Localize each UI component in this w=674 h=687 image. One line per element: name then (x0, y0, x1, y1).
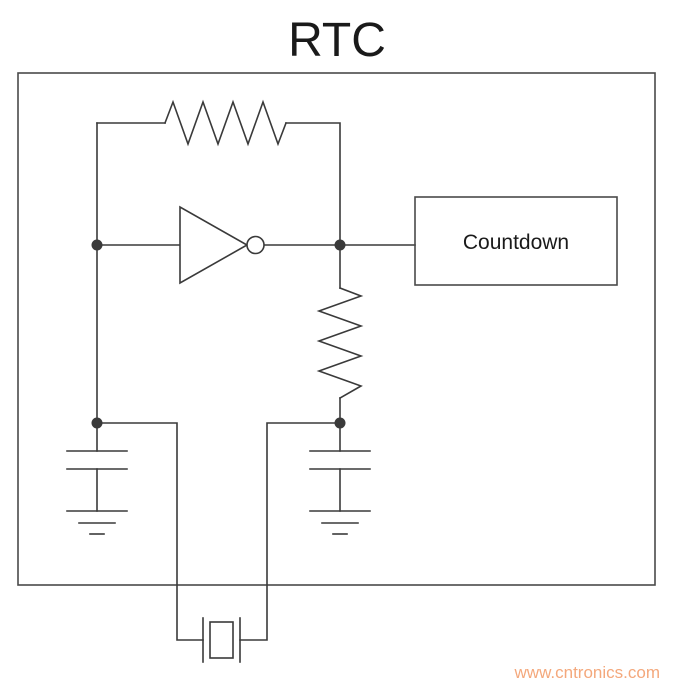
junction-dot (334, 239, 346, 251)
crystal (202, 617, 241, 663)
capacitor-right (309, 450, 371, 470)
inverter-triangle (179, 205, 249, 285)
countdown-label: Countdown (463, 231, 569, 254)
ground-right (309, 510, 371, 535)
inverter-bubble (246, 235, 265, 255)
wire-crystal-left (96, 422, 204, 641)
countdown-box (414, 196, 618, 286)
junction-dots (91, 239, 346, 429)
feedback-resistor (163, 99, 288, 147)
wire-top-right (285, 122, 341, 246)
junction-dot (334, 417, 346, 429)
capacitor-left (66, 450, 128, 470)
wire-crystal-right (239, 422, 341, 641)
wires (96, 122, 416, 641)
junction-dot (91, 239, 103, 251)
series-resistor (316, 286, 364, 400)
diagram-title: RTC (288, 14, 386, 67)
chip-boundary (17, 72, 656, 586)
junction-dot (91, 417, 103, 429)
ground-left (66, 510, 128, 535)
countdown-block: Countdown (414, 196, 618, 286)
inverter-gate (179, 205, 265, 285)
crystal-body (209, 621, 234, 659)
watermark: www.cntronics.com (514, 663, 660, 682)
